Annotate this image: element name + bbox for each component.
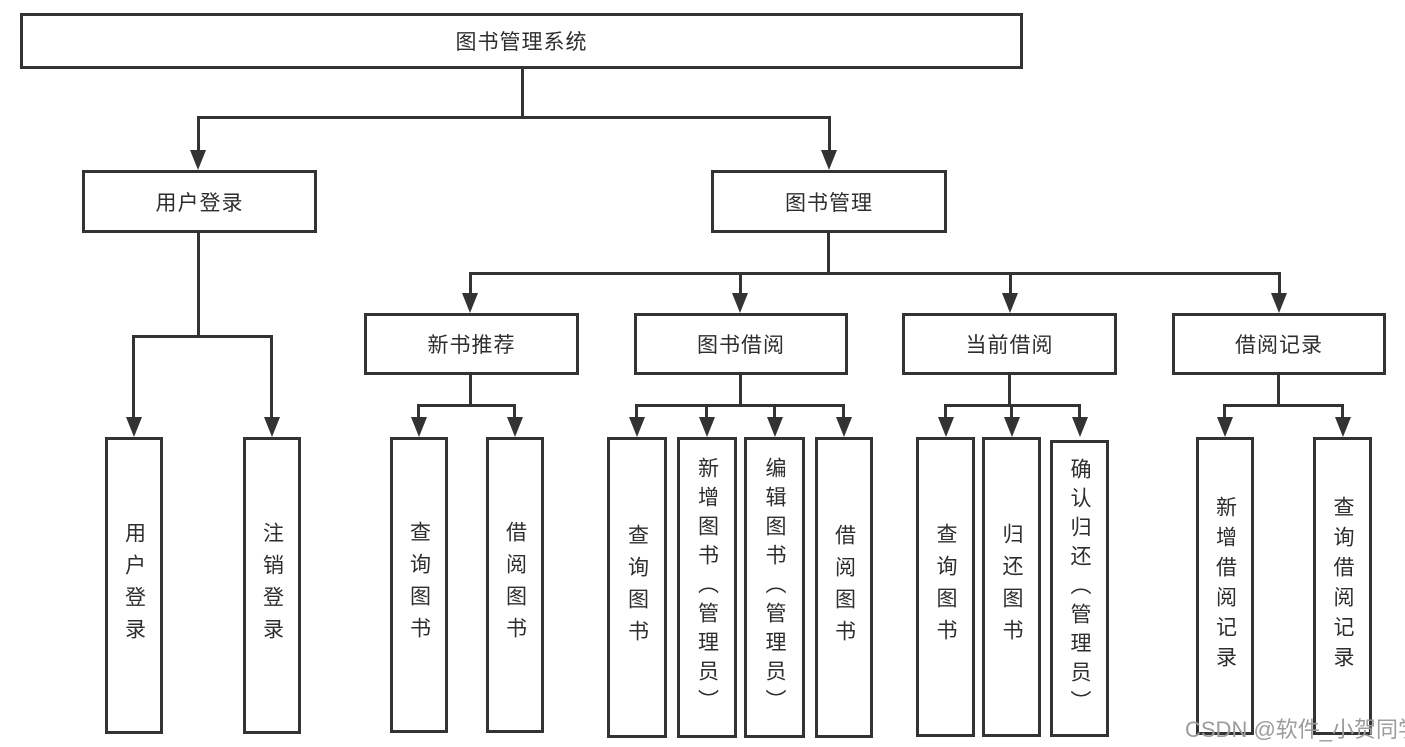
arrow-down-icon — [190, 150, 206, 170]
leaf-user-login: 用户登录 — [105, 437, 163, 734]
arrow-down-icon — [1002, 293, 1018, 313]
arrow-down-icon — [629, 417, 645, 437]
connector-line — [1223, 404, 1226, 419]
connector-line — [132, 335, 273, 338]
leaf-current-query-book: 查询图书 — [916, 437, 975, 737]
connector-line — [635, 404, 638, 419]
arrow-down-icon — [699, 417, 715, 437]
node-label: 图书管理 — [785, 191, 873, 215]
connector-line — [1008, 375, 1011, 407]
leaf-current-confirm-return-admin: 确认归还（管理员） — [1050, 440, 1109, 737]
node-label: 查询图书 — [934, 523, 957, 651]
connector-line — [1078, 404, 1081, 419]
arrow-down-icon — [462, 293, 478, 313]
node-label: 当前借阅 — [965, 334, 1054, 357]
connector-line — [469, 272, 472, 295]
node-label: 新增图书（管理员） — [695, 457, 719, 718]
watermark-csdn: CSDN @软件_小贺同学 — [1185, 717, 1405, 742]
leaf-recommend-borrow-book: 借阅图书 — [486, 437, 544, 733]
connector-line — [417, 404, 516, 407]
connector-line — [842, 404, 845, 419]
node-book-borrowing: 图书借阅 — [634, 313, 848, 375]
connector-line — [944, 404, 947, 419]
node-user-login: 用户登录 — [82, 170, 317, 233]
arrow-down-icon — [1335, 417, 1351, 437]
connector-line — [197, 116, 831, 119]
node-label: 归还图书 — [1000, 523, 1023, 651]
node-current-borrowing: 当前借阅 — [902, 313, 1117, 375]
node-label: 图书借阅 — [697, 334, 785, 357]
node-label: 用户登录 — [155, 191, 244, 215]
connector-line — [521, 69, 524, 119]
leaf-records-add-record: 新增借阅记录 — [1196, 437, 1254, 735]
node-label: 查询图书 — [407, 521, 431, 649]
node-label: 编辑图书（管理员） — [763, 457, 786, 718]
node-label: 用户登录 — [122, 521, 146, 650]
arrow-down-icon — [126, 417, 142, 437]
connector-line — [469, 272, 1281, 275]
connector-line — [1341, 404, 1344, 419]
node-new-book-recommend: 新书推荐 — [364, 313, 579, 375]
arrow-down-icon — [732, 293, 748, 313]
node-book-management: 图书管理 — [711, 170, 947, 233]
connector-line — [1223, 404, 1344, 407]
arrow-down-icon — [1072, 417, 1088, 437]
leaf-logout: 注销登录 — [243, 437, 301, 734]
arrow-down-icon — [836, 417, 852, 437]
node-borrowing-records: 借阅记录 — [1172, 313, 1386, 375]
connector-line — [513, 404, 516, 419]
arrow-down-icon — [1004, 417, 1020, 437]
node-label: 查询图书 — [625, 523, 649, 652]
node-library-management-system: 图书管理系统 — [20, 13, 1023, 69]
connector-line — [1277, 375, 1280, 407]
node-label: 确认归还（管理员） — [1068, 458, 1091, 719]
node-label: 新增借阅记录 — [1213, 496, 1237, 676]
leaf-borrowing-add-book-admin: 新增图书（管理员） — [677, 437, 737, 738]
connector-line — [197, 233, 200, 338]
node-label: 新书推荐 — [427, 334, 516, 357]
connector-line — [1278, 272, 1281, 295]
connector-line — [827, 233, 830, 275]
arrow-down-icon — [411, 417, 427, 437]
connector-line — [1010, 404, 1013, 419]
leaf-current-return-book: 归还图书 — [982, 437, 1041, 737]
leaf-borrowing-borrow-book: 借阅图书 — [815, 437, 873, 738]
node-label: 图书管理系统 — [455, 31, 588, 54]
leaf-records-query-record: 查询借阅记录 — [1313, 437, 1372, 735]
connector-line — [132, 335, 135, 419]
arrow-down-icon — [821, 150, 837, 170]
node-label: 借阅记录 — [1235, 334, 1323, 357]
connector-line — [773, 404, 776, 419]
leaf-borrowing-edit-book-admin: 编辑图书（管理员） — [744, 437, 805, 738]
arrow-down-icon — [1217, 417, 1233, 437]
connector-line — [739, 375, 742, 407]
leaf-recommend-query-book: 查询图书 — [390, 437, 448, 733]
arrow-down-icon — [767, 417, 783, 437]
arrow-down-icon — [938, 417, 954, 437]
arrow-down-icon — [1271, 293, 1287, 313]
node-label: 借阅图书 — [832, 523, 856, 652]
connector-line — [739, 272, 742, 295]
connector-line — [469, 375, 472, 407]
arrow-down-icon — [507, 417, 523, 437]
connector-line — [197, 116, 200, 152]
connector-line — [705, 404, 708, 419]
leaf-borrowing-query-book: 查询图书 — [607, 437, 667, 738]
node-label: 注销登录 — [260, 521, 284, 650]
connector-line — [270, 335, 273, 419]
node-label: 借阅图书 — [503, 521, 527, 649]
connector-line — [1009, 272, 1012, 295]
connector-line — [828, 116, 831, 152]
node-label: 查询借阅记录 — [1331, 496, 1354, 676]
arrow-down-icon — [264, 417, 280, 437]
connector-line — [635, 404, 845, 407]
connector-line — [417, 404, 420, 419]
